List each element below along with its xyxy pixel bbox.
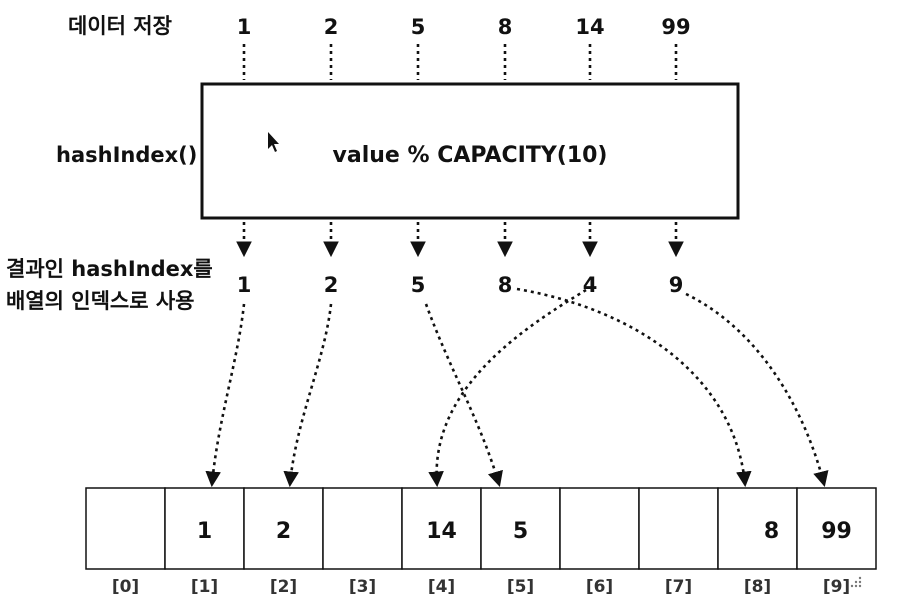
input-value: 99: [661, 15, 690, 39]
input-value: 8: [498, 15, 513, 39]
array-cell: [322, 487, 403, 570]
result-label-line2: 배열의 인덱스로 사용: [6, 289, 195, 313]
hash-result-value: 9: [669, 273, 684, 297]
array-cell: [243, 487, 324, 570]
array-cell-value: 8: [764, 519, 779, 544]
array-cell-value: 5: [513, 519, 528, 544]
hash-result-value: 5: [411, 273, 426, 297]
resize-grip-icon: [850, 576, 862, 588]
mapping-arrow: [283, 303, 333, 488]
hash-result-value: 4: [583, 273, 598, 297]
input-value: 5: [411, 15, 426, 39]
result-label-line1: 결과인 hashIndex를: [6, 257, 213, 281]
mapping-arrow: [516, 287, 752, 488]
array-index-label: [1]: [191, 577, 218, 597]
array-index-label: [5]: [507, 577, 534, 597]
array-cell-value: 14: [426, 519, 457, 544]
array-index-label: [8]: [744, 577, 771, 597]
hash-function-box: [200, 82, 740, 220]
mouse-cursor-icon: [268, 132, 279, 152]
input-values: 1 2 5 8 14 99: [237, 15, 691, 80]
array-cell: [638, 487, 719, 570]
array-cell-value: 1: [197, 519, 212, 544]
array-cells: [0] 1 [1] 2 [2] [3] 14 [4] 5 [5] [6] [7] 8 [8] 99 [9]: [85, 487, 877, 597]
input-value: 1: [237, 15, 252, 39]
mapping-arrow: [685, 292, 829, 488]
array-index-label: [7]: [665, 577, 692, 597]
array-cell: [559, 487, 640, 570]
mapping-arrow: [428, 288, 587, 488]
hash-result-value: 8: [498, 273, 513, 297]
array-index-label: [6]: [586, 577, 613, 597]
hash-result-value: 2: [324, 273, 339, 297]
input-value: 14: [575, 15, 604, 39]
array-cell: [85, 487, 166, 570]
array-cell-value: 2: [276, 519, 291, 544]
array-index-label: [4]: [428, 577, 455, 597]
array-cell-value: 99: [821, 519, 852, 544]
array-cell: [796, 487, 877, 570]
array-index-label: [0]: [112, 577, 139, 597]
array-index-label: [3]: [349, 577, 376, 597]
hash-result-value: 1: [237, 273, 252, 297]
mapping-arrow: [424, 303, 503, 487]
input-value: 2: [324, 15, 339, 39]
hash-function-label: hashIndex(): [56, 143, 197, 167]
mapping-arrows: [205, 287, 829, 488]
hash-function-formula: value % CAPACITY(10): [333, 143, 608, 168]
array-index-label: [9]: [823, 577, 850, 597]
hash-results: 1 2 5 8 4 9: [236, 222, 684, 297]
array-index-label: [2]: [270, 577, 297, 597]
mapping-arrow: [205, 303, 246, 488]
array-cell: [480, 487, 561, 570]
array-cell: [717, 487, 798, 570]
data-storage-label: 데이터 저장: [68, 14, 172, 38]
array-cell: [401, 487, 482, 570]
